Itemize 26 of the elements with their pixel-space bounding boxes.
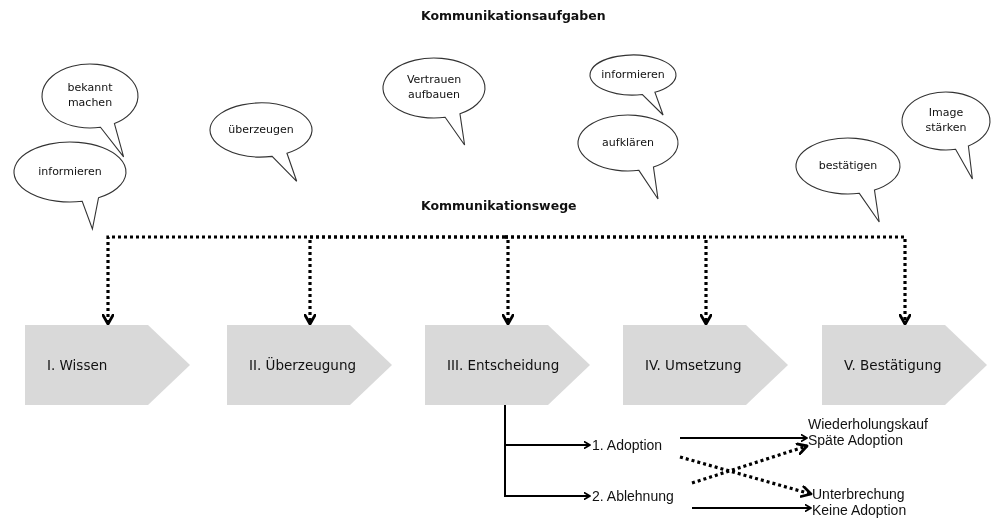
arrow: [691, 503, 812, 513]
dotted-arrow: [691, 442, 809, 485]
arrow: [504, 404, 591, 501]
outcome-label: Wiederholungskauf Späte Adoption: [808, 415, 929, 449]
bubble-text: informieren: [37, 164, 103, 180]
bubble-text: Vertrauen aufbauen: [405, 73, 463, 103]
stage-label: IV. Umsetzung: [644, 357, 742, 373]
dotted-arrow: [303, 235, 505, 326]
arrow: [679, 433, 808, 443]
bubble-text: aufklären: [601, 135, 655, 151]
stage-label: V. Bestätigung: [843, 357, 942, 373]
bubble-text: überzeugen: [227, 122, 295, 138]
dotted-arrow: [679, 455, 813, 498]
bubble-text: bestätigen: [817, 158, 879, 174]
diagram-title: Kommunikationsaufgaben: [421, 8, 606, 23]
stage-label: I. Wissen: [46, 357, 108, 373]
stage-label: II. Überzeugung: [248, 357, 357, 373]
outcome-label: 2. Ablehnung: [592, 487, 674, 505]
bubble-text: Image stärken: [924, 106, 968, 136]
bubble-text: bekannt machen: [66, 81, 114, 111]
bubble-text: informieren: [600, 67, 666, 83]
outcome-label: Unterbrechung Keine Adoption: [812, 485, 908, 519]
outcome-label: 1. Adoption: [592, 436, 663, 454]
section-heading: Kommunikationswege: [421, 198, 577, 213]
stage-label: III. Entscheidung: [446, 357, 560, 373]
dotted-arrow: [505, 235, 912, 326]
